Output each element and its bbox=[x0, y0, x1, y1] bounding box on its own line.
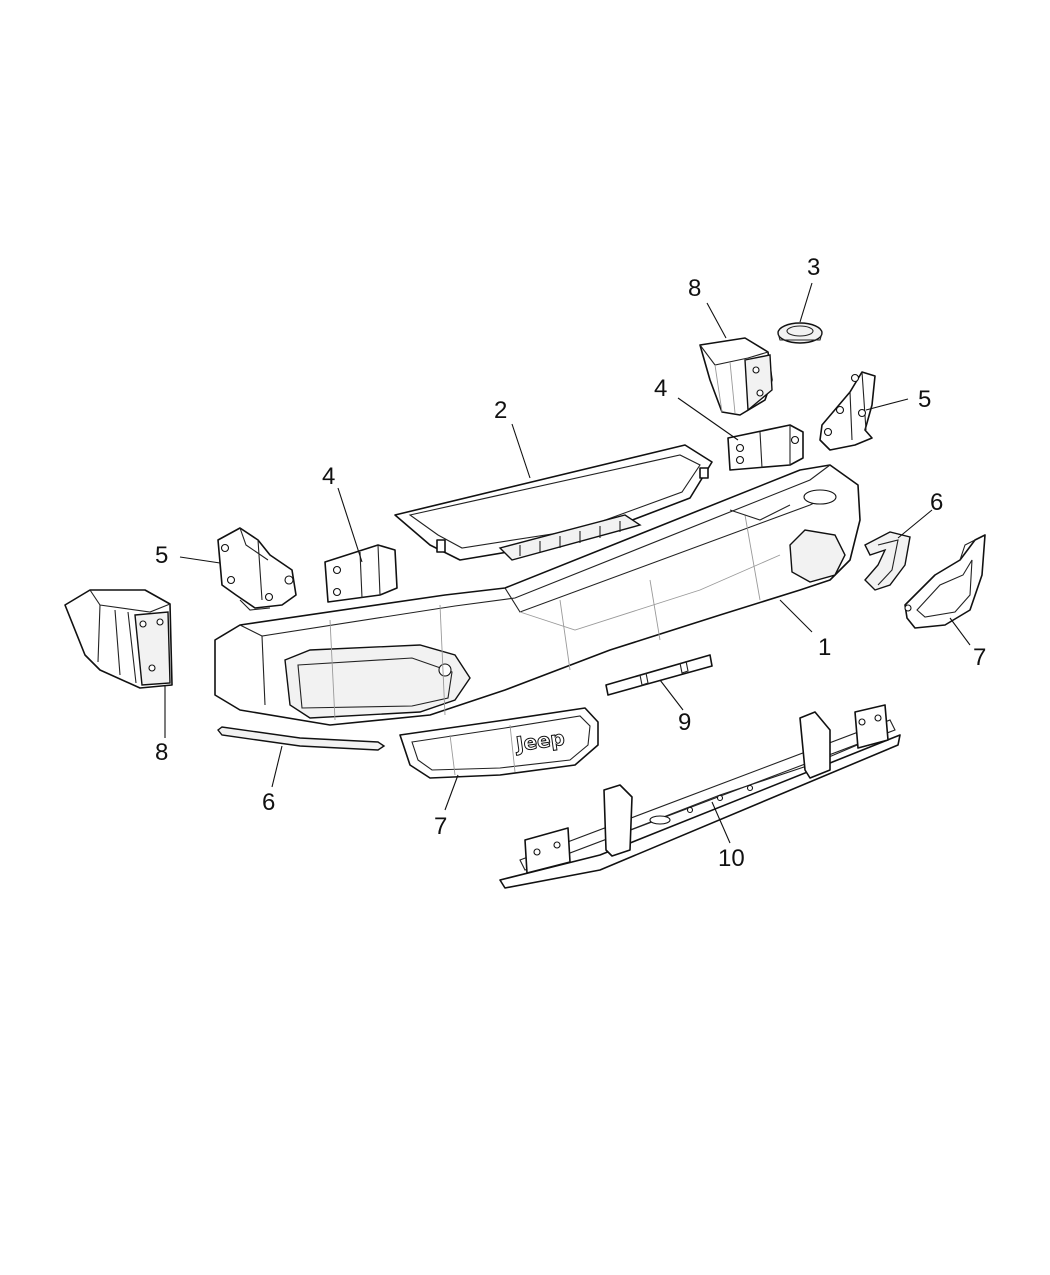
leader-lines bbox=[164, 282, 971, 844]
part-2-step-pad bbox=[394, 444, 713, 561]
callout-5-right: 5 bbox=[918, 386, 931, 413]
callout-labels: 1 2 3 4 4 5 5 6 6 7 7 8 8 9 10 bbox=[155, 254, 986, 872]
callout-8-right: 8 bbox=[688, 275, 701, 302]
part-10-crossmember bbox=[499, 704, 901, 889]
part-3-plug bbox=[777, 322, 823, 344]
callout-9: 9 bbox=[678, 709, 691, 736]
callout-7-center: 7 bbox=[434, 813, 447, 840]
callout-5-left: 5 bbox=[155, 542, 168, 569]
part-8-right-end-cap bbox=[699, 337, 773, 416]
part-9-plate-bracket bbox=[605, 654, 713, 696]
part-6-left-trim bbox=[217, 726, 386, 751]
callout-6-left: 6 bbox=[262, 789, 275, 816]
part-8-left-end-cap bbox=[64, 589, 173, 689]
callout-1: 1 bbox=[818, 634, 831, 661]
callout-3: 3 bbox=[807, 254, 820, 281]
callout-6-right: 6 bbox=[930, 489, 943, 516]
part-4-right-bracket bbox=[727, 424, 804, 471]
part-1-bumper bbox=[214, 464, 861, 726]
callout-8-left: 8 bbox=[155, 739, 168, 766]
part-5-left-bracket bbox=[217, 527, 297, 611]
callout-4-right: 4 bbox=[654, 375, 667, 402]
part-7-lower-cover: Jeep bbox=[399, 707, 599, 779]
part-5-right-bracket bbox=[819, 371, 876, 451]
callout-4-left: 4 bbox=[322, 463, 335, 490]
part-7-right-cover bbox=[904, 534, 986, 629]
part-4-left-bracket bbox=[324, 544, 398, 603]
callout-10: 10 bbox=[718, 845, 745, 872]
callout-2: 2 bbox=[494, 397, 507, 424]
part-6-right-trim bbox=[864, 531, 911, 591]
callout-7-right: 7 bbox=[973, 644, 986, 671]
